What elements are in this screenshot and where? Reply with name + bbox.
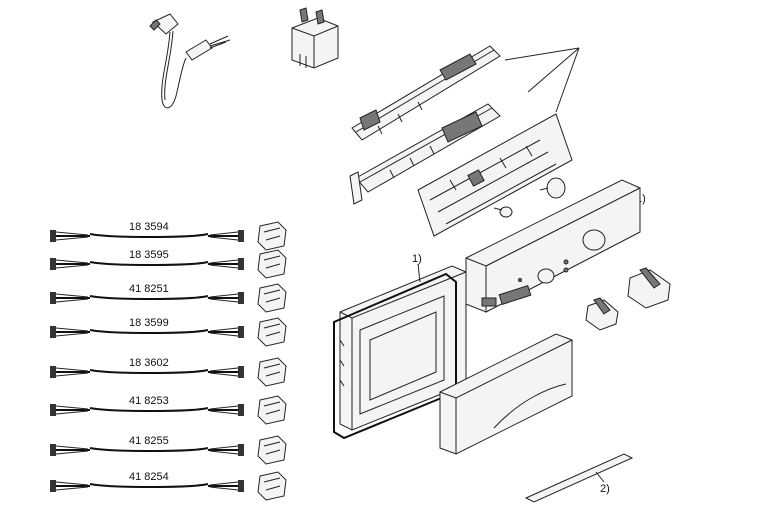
harness-strands <box>55 367 239 377</box>
connector-icon <box>238 404 244 416</box>
harness-wire <box>56 295 242 300</box>
component-detail <box>263 289 281 303</box>
connector-icon <box>238 444 244 456</box>
connector-icon <box>50 480 56 492</box>
component-icon <box>257 435 287 465</box>
dispenser-drawer-icon <box>333 265 467 440</box>
harness-wire <box>56 369 242 374</box>
harness-wire <box>56 261 242 266</box>
harness-list: 18 3594 18 3595 41 8251 18 3599 18 3602 41 82… <box>50 221 287 501</box>
component-detail <box>263 363 281 377</box>
connector-icon <box>50 230 56 242</box>
harness-row: 41 8254 <box>50 471 287 501</box>
harness-strands <box>55 481 239 491</box>
strip-callout: 2) <box>600 483 610 495</box>
component-detail <box>263 255 281 269</box>
harness-label: 18 3594 <box>129 221 169 233</box>
harness-wire <box>56 233 242 238</box>
label-strip-icon <box>524 453 634 503</box>
component-detail <box>263 477 281 491</box>
harness-strands <box>55 293 239 303</box>
connector-icon <box>238 292 244 304</box>
power-cord-icon <box>149 13 231 109</box>
harness-wire <box>56 407 242 412</box>
component-icon <box>257 221 287 251</box>
component-icon <box>257 357 287 387</box>
component-detail <box>263 227 281 241</box>
harness-row: 18 3595 <box>50 249 287 279</box>
electronic-board-icon <box>349 45 573 237</box>
harness-label: 18 3602 <box>129 357 169 369</box>
harness-label: 41 8255 <box>129 435 169 447</box>
harness-wire <box>56 329 242 334</box>
component-icon <box>257 283 287 313</box>
harness-label: 41 8253 <box>129 395 169 407</box>
harness-strands <box>55 405 239 415</box>
strip-leader <box>595 471 605 483</box>
harness-strands <box>55 445 239 455</box>
control-knob-icon <box>493 177 566 218</box>
harness-wire <box>56 483 242 488</box>
control-knob-icon <box>585 267 671 331</box>
connector-icon <box>50 258 56 270</box>
harness-row: 41 8255 <box>50 435 287 465</box>
harness-label: 18 3595 <box>129 249 169 261</box>
harness-row: 18 3602 <box>50 357 287 387</box>
connector-icon <box>50 366 56 378</box>
connector-icon <box>238 480 244 492</box>
connector-icon <box>50 326 56 338</box>
harness-row: 41 8251 <box>50 283 287 313</box>
component-detail <box>263 401 281 415</box>
connector-icon <box>238 230 244 242</box>
leader-lines <box>504 47 580 113</box>
interference-filter-icon <box>291 7 339 69</box>
connector-icon <box>238 366 244 378</box>
component-icon <box>257 395 287 425</box>
connector-icon <box>50 444 56 456</box>
harness-label: 18 3599 <box>129 317 169 329</box>
harness-label: 41 8251 <box>129 283 169 295</box>
connector-icon <box>50 404 56 416</box>
component-icon <box>257 317 287 347</box>
component-detail <box>263 441 281 455</box>
connector-icon <box>238 326 244 338</box>
panel-callout: 1) <box>636 193 646 205</box>
door-flap-icon <box>439 333 573 455</box>
harness-wire <box>56 447 242 452</box>
harness-strands <box>55 327 239 337</box>
harness-label: 41 8254 <box>129 471 169 483</box>
harness-strands <box>55 231 239 241</box>
harness-row: 41 8253 <box>50 395 287 425</box>
seal-callout: 1) <box>412 253 422 265</box>
harness-row: 18 3599 <box>50 317 287 347</box>
seal-leader <box>417 263 421 283</box>
harness-row: 18 3594 <box>50 221 287 251</box>
connector-icon <box>50 292 56 304</box>
control-panel-icon <box>465 179 641 313</box>
component-icon <box>257 249 287 279</box>
component-detail <box>263 323 281 337</box>
harness-strands <box>55 259 239 269</box>
connector-icon <box>238 258 244 270</box>
component-icon <box>257 471 287 501</box>
